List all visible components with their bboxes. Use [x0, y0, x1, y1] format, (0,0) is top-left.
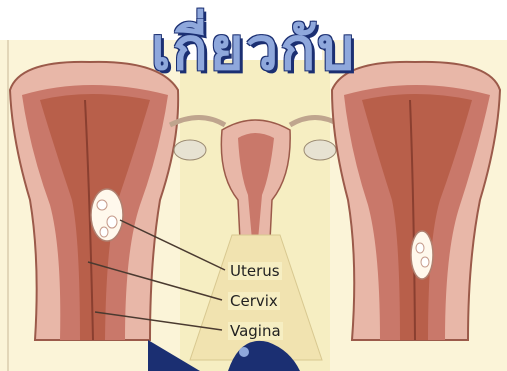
right-mucus-plug	[411, 231, 433, 279]
page-title: เกี่ยวกับ	[0, 2, 507, 95]
label-vagina: Vagina	[228, 322, 283, 340]
label-uterus: Uterus	[228, 262, 282, 280]
label-cervix: Cervix	[228, 292, 280, 310]
